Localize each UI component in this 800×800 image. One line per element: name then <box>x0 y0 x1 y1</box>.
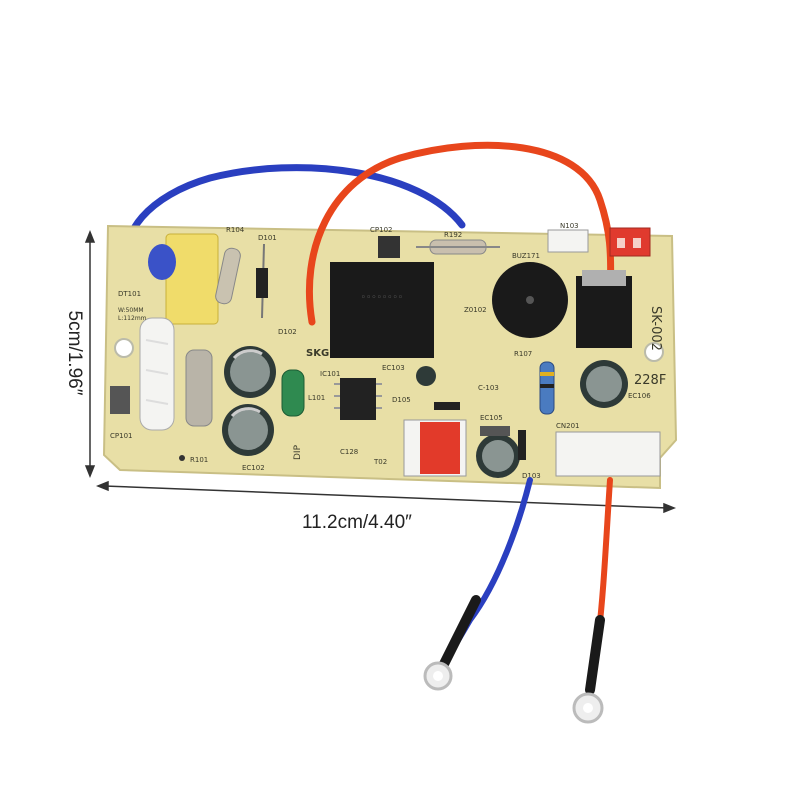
ref-ec103: EC103 <box>382 364 405 372</box>
ref-r101: R101 <box>190 456 208 464</box>
relay: ◦◦◦◦◦◦◦◦ <box>330 262 434 358</box>
ic101-chip <box>334 378 382 420</box>
connector-n103 <box>547 229 589 253</box>
ref-d102: D102 <box>278 328 297 336</box>
diode-d103 <box>518 430 526 460</box>
ref-c103: C-103 <box>478 384 499 392</box>
ref-dip: DIP <box>293 444 303 460</box>
ref-n103: N103 <box>560 222 579 230</box>
ref-r104: R104 <box>226 226 245 234</box>
capacitor-ec106 <box>580 360 628 408</box>
resistor-r104 <box>215 247 241 305</box>
mount-hole-left <box>114 338 134 358</box>
resistor-r107 <box>539 361 555 415</box>
ref-l101: L101 <box>308 394 325 402</box>
ref-d101: D101 <box>258 234 277 242</box>
connector-cn201 <box>555 431 661 477</box>
blue-ring-hole <box>433 671 443 681</box>
mount-hole-right <box>644 342 664 362</box>
capacitor-ec102 <box>222 404 274 456</box>
ref-cp102: CP102 <box>370 226 392 234</box>
height-dimension-arrow <box>84 229 96 479</box>
board-model-label: SK-002 <box>648 306 663 351</box>
resistor-r192 <box>416 239 500 255</box>
ref-cp101: CP101 <box>110 432 132 440</box>
buzzer <box>492 262 568 338</box>
ref-ec106: EC106 <box>628 392 651 400</box>
red-ring-hole <box>583 703 593 713</box>
ref-dt101: DT101 <box>118 290 141 298</box>
height-dimension-label: 5cm/1.96″ <box>64 310 85 396</box>
voltage-regulator <box>576 270 632 348</box>
red-connector <box>609 227 651 257</box>
ref-d105: D105 <box>392 396 411 404</box>
diode-d105 <box>434 402 460 410</box>
ref-wire-spec-2: L:112mm <box>118 315 147 322</box>
ceramic-resistor <box>139 317 175 431</box>
screw-hole-bottom <box>179 455 185 461</box>
power-resistor <box>185 349 213 427</box>
ref-t02: T02 <box>373 458 387 466</box>
transformer-t02 <box>403 419 467 477</box>
cp101-connector <box>110 386 130 414</box>
red-wire-sleeve <box>585 615 605 695</box>
red-wire <box>305 141 615 326</box>
ref-z0102: Z0102 <box>464 306 487 314</box>
ref-ec102: EC102 <box>242 464 265 472</box>
ref-wire-spec-1: W:50MM <box>118 307 144 314</box>
ref-r192: R192 <box>444 231 462 239</box>
ref-ec105: EC105 <box>480 414 503 422</box>
capacitor-ec105 <box>476 426 520 478</box>
width-dimension-arrow <box>95 480 677 514</box>
svg-text:◦◦◦◦◦◦◦◦: ◦◦◦◦◦◦◦◦ <box>361 293 403 303</box>
ref-buz171: BUZ171 <box>512 252 540 260</box>
capacitor-ec101 <box>224 346 276 398</box>
width-dimension-label: 11.2cm/4.40″ <box>302 512 412 533</box>
blue-wire-sleeve <box>439 595 481 669</box>
capacitor-ec103 <box>416 366 436 386</box>
ref-ic101: IC101 <box>320 370 340 378</box>
diode-d101 <box>256 243 268 319</box>
inductor-l101 <box>281 369 305 417</box>
ref-d103: D103 <box>522 472 541 480</box>
ref-cn201: CN201 <box>556 422 580 430</box>
brand-mark: SKG <box>306 348 329 359</box>
ref-c128: C128 <box>340 448 358 456</box>
capacitor-marking: 228F <box>634 373 666 388</box>
ref-r107: R107 <box>514 350 532 358</box>
connector-cp102 <box>378 236 400 258</box>
x-capacitor <box>148 233 219 325</box>
